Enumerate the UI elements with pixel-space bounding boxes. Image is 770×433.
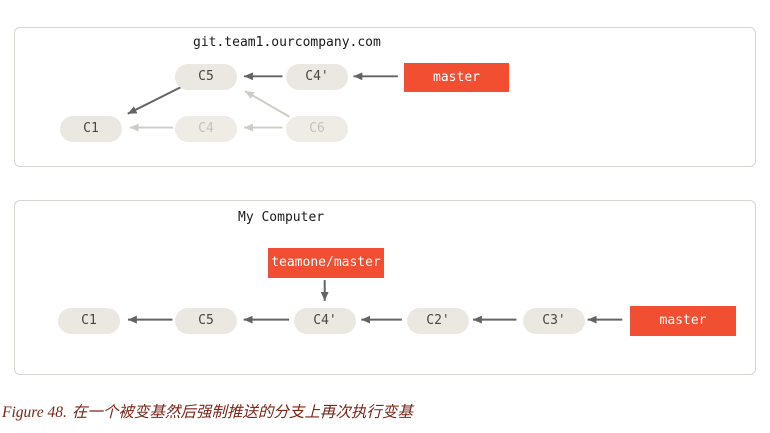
branch-label-teamone-master: teamone/master	[268, 248, 384, 278]
local-panel: My Computer teamone/master C1 C5 C4' C2'…	[14, 200, 756, 375]
commit-node-c4-abandoned: C4	[175, 116, 237, 142]
commit-node-c5: C5	[175, 308, 237, 334]
branch-label-master-server: master	[404, 63, 509, 92]
commit-node-c6-abandoned: C6	[286, 116, 348, 142]
local-panel-title: My Computer	[238, 210, 325, 225]
commit-node-c1: C1	[60, 116, 122, 142]
commit-node-c4-prime: C4'	[286, 64, 348, 90]
branch-label-master-local: master	[630, 306, 736, 336]
commit-node-c5: C5	[175, 64, 237, 90]
server-panel-title: git.team1.ourcompany.com	[193, 35, 381, 50]
server-commit-arrows	[127, 72, 398, 132]
server-panel: git.team1.ourcompany.com C5 C4' C1 C4 C6…	[14, 27, 756, 167]
commit-node-c3-prime: C3'	[523, 308, 585, 334]
local-commit-arrows	[127, 280, 623, 324]
commit-node-c2-prime: C2'	[407, 308, 469, 334]
figure-caption-text: 在一个被变基然后强制推送的分支上再次执行变基	[71, 404, 413, 421]
figure-caption: Figure 48.在一个被变基然后强制推送的分支上再次执行变基	[2, 400, 413, 422]
arrow-c6-to-c5-faded	[244, 90, 290, 118]
commit-node-c1: C1	[58, 308, 120, 334]
commit-node-c4-prime: C4'	[294, 308, 356, 334]
arrow-c5-to-c1	[127, 85, 184, 115]
figure-caption-number: Figure 48.	[2, 404, 67, 421]
